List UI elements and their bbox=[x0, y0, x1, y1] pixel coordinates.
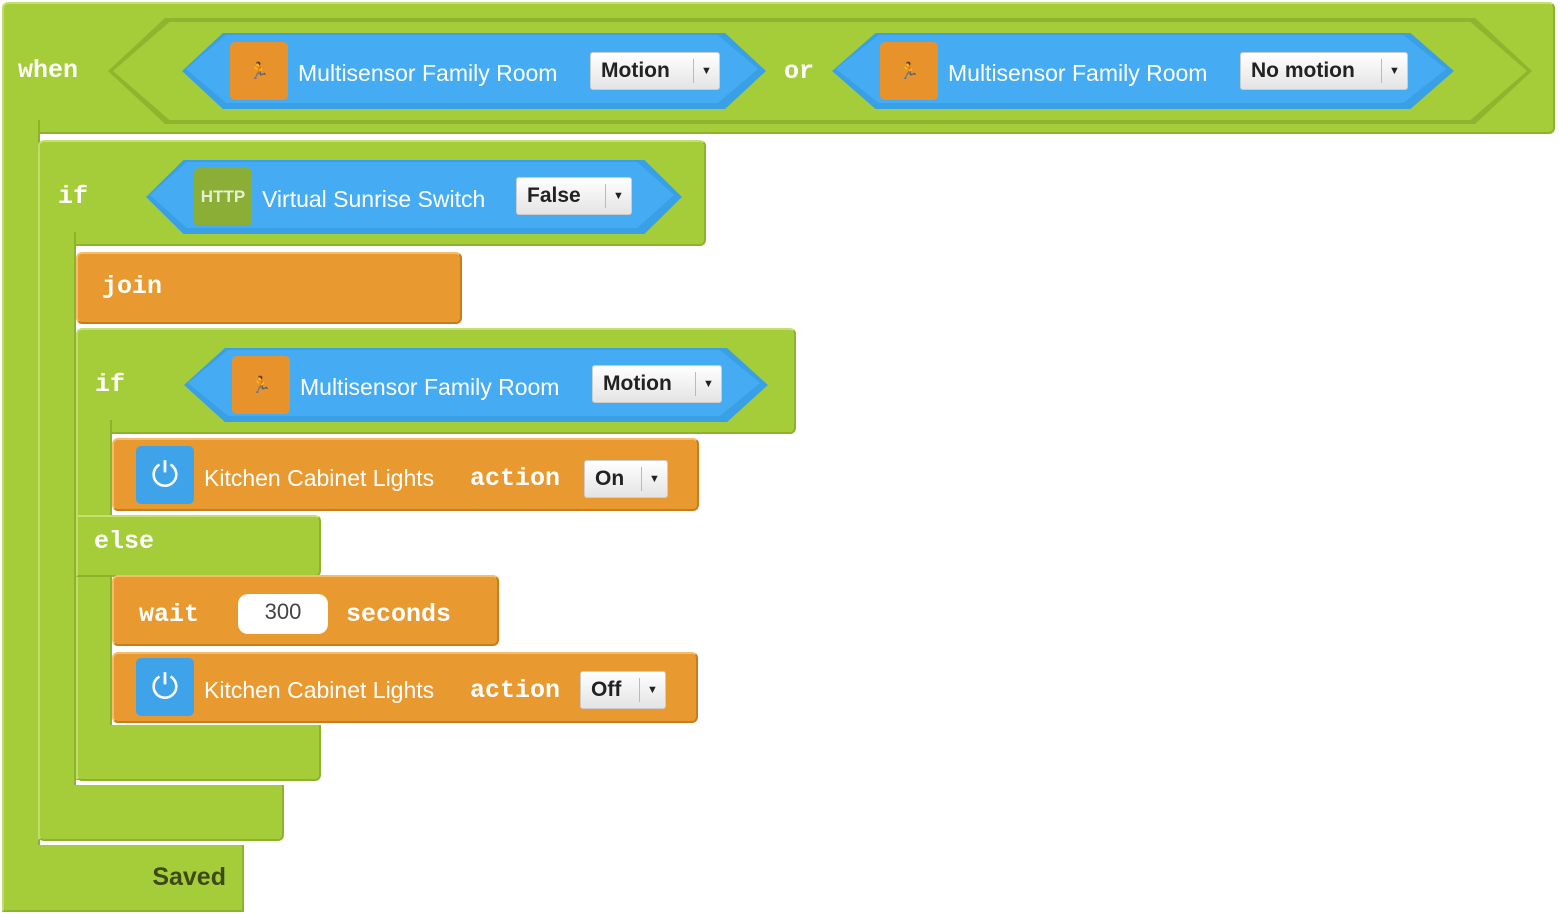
motion-sensor-icon: 🏃 bbox=[230, 42, 288, 100]
chevron-down-icon: ▼ bbox=[1381, 59, 1407, 83]
if-spine bbox=[38, 232, 76, 840]
dropdown-value: Motion bbox=[603, 372, 672, 395]
dropdown-value: On bbox=[595, 467, 625, 490]
device-label: Virtual Sunrise Switch bbox=[262, 186, 486, 212]
device-label: Multisensor Family Room bbox=[300, 374, 560, 400]
state-dropdown[interactable]: No motion ▼ bbox=[1240, 52, 1408, 90]
join-block[interactable] bbox=[76, 252, 462, 324]
inner-if-end bbox=[76, 725, 321, 781]
seconds-label: seconds bbox=[346, 600, 452, 629]
when-keyword: when bbox=[18, 56, 79, 85]
wait-keyword: wait bbox=[139, 600, 200, 629]
motion-sensor-icon: 🏃 bbox=[232, 356, 290, 414]
if-keyword: if bbox=[58, 182, 89, 211]
dropdown-value: Motion bbox=[601, 59, 670, 82]
device-label: Multisensor Family Room bbox=[948, 60, 1208, 86]
if-keyword: if bbox=[95, 370, 126, 399]
saved-block: Saved bbox=[2, 845, 244, 912]
power-icon: ⏻ bbox=[136, 446, 194, 504]
state-dropdown[interactable]: Motion ▼ bbox=[590, 52, 720, 90]
http-icon: HTTP bbox=[194, 168, 252, 226]
chevron-down-icon: ▼ bbox=[605, 184, 631, 208]
save-status: Saved bbox=[152, 863, 226, 891]
else-keyword: else bbox=[94, 527, 155, 556]
action-keyword: action bbox=[470, 464, 561, 493]
dropdown-value: No motion bbox=[1251, 59, 1355, 82]
chevron-down-icon: ▼ bbox=[695, 372, 721, 396]
state-dropdown[interactable]: False ▼ bbox=[516, 177, 632, 215]
action-dropdown[interactable]: On ▼ bbox=[584, 460, 668, 498]
power-icon: ⏻ bbox=[136, 658, 194, 716]
or-keyword: or bbox=[784, 57, 815, 86]
else-bar bbox=[76, 515, 321, 577]
device-label: Multisensor Family Room bbox=[298, 60, 558, 86]
dropdown-value: Off bbox=[591, 678, 622, 701]
action-dropdown[interactable]: Off ▼ bbox=[580, 671, 666, 709]
when-spine bbox=[2, 120, 40, 910]
join-keyword: join bbox=[102, 272, 163, 301]
chevron-down-icon: ▼ bbox=[693, 59, 719, 83]
device-label: Kitchen Cabinet Lights bbox=[204, 677, 435, 703]
chevron-down-icon: ▼ bbox=[639, 678, 665, 702]
chevron-down-icon: ▼ bbox=[641, 467, 667, 491]
wait-seconds-input[interactable]: 300 bbox=[238, 594, 328, 634]
if-block-end bbox=[38, 785, 284, 841]
action-keyword: action bbox=[470, 676, 561, 705]
state-dropdown[interactable]: Motion ▼ bbox=[592, 365, 722, 403]
motion-sensor-icon: 🏃 bbox=[880, 42, 938, 100]
http-icon-text: HTTP bbox=[200, 187, 246, 206]
dropdown-value: False bbox=[527, 184, 581, 207]
device-label: Kitchen Cabinet Lights bbox=[204, 465, 435, 491]
